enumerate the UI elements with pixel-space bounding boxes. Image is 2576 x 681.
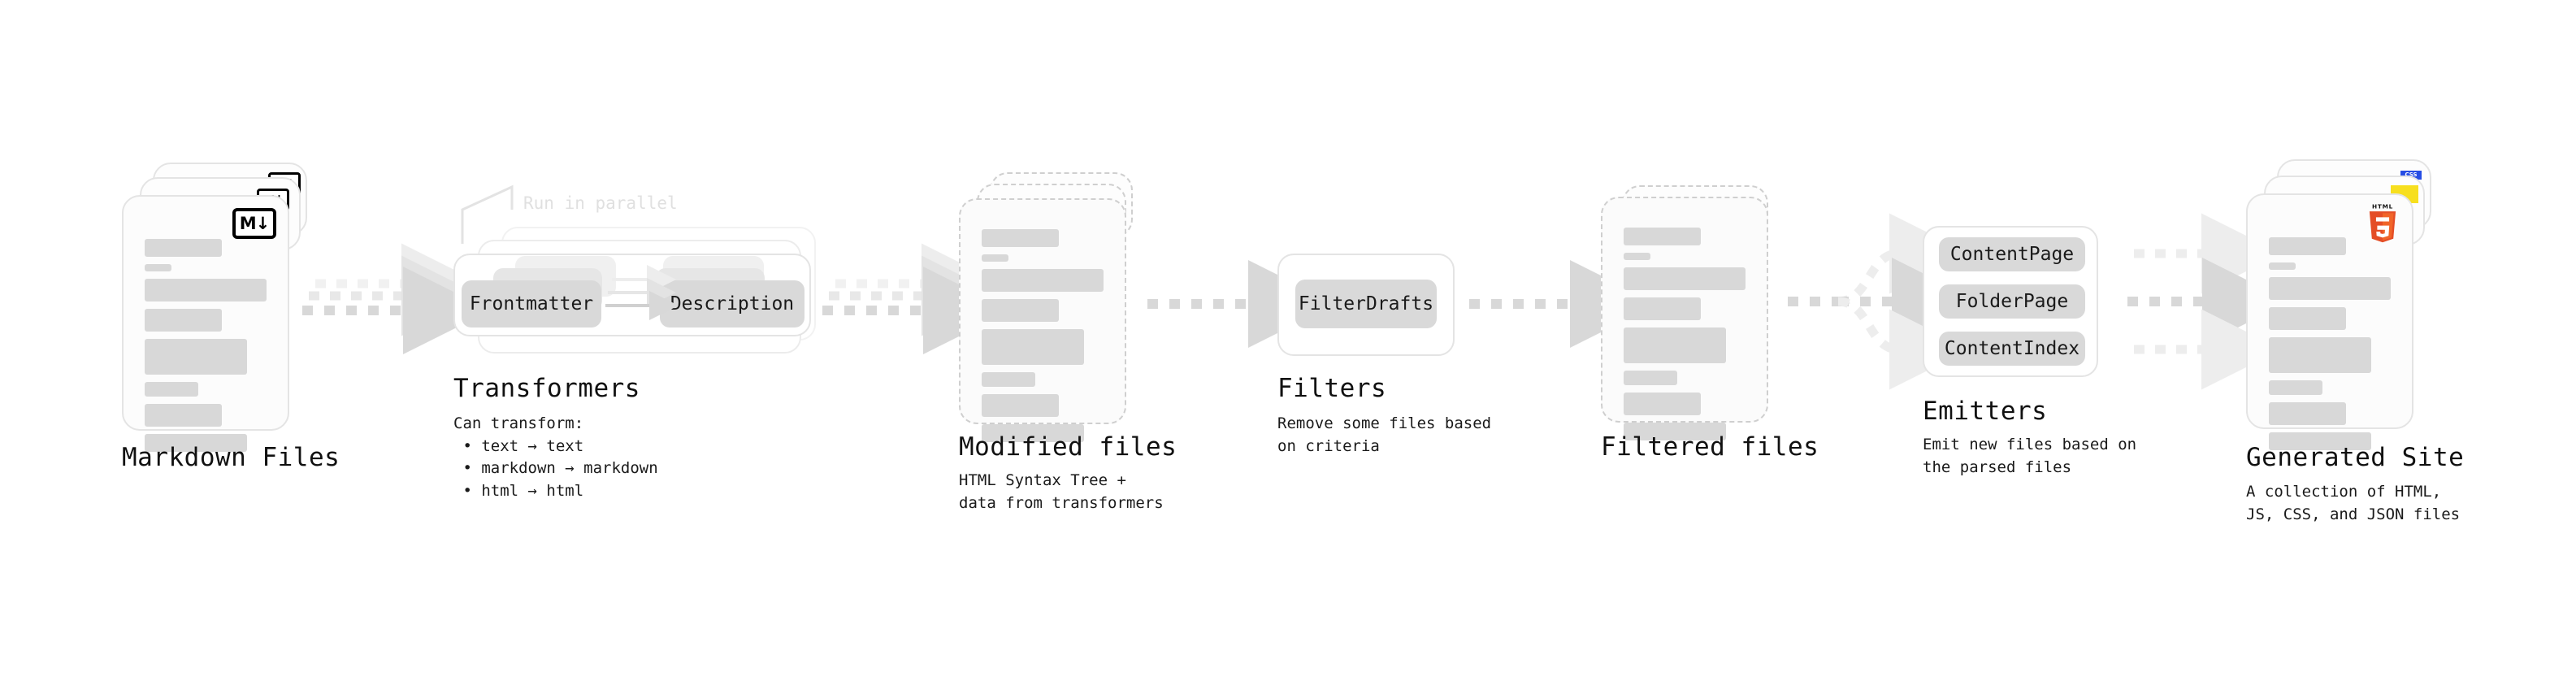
modified-files-title: Modified files [959, 432, 1177, 462]
connector-emitters-to-site [2127, 213, 2290, 390]
emitters-subtitle: Emit new files based on the parsed files [1923, 436, 2137, 476]
markdown-files-stack: M↓ M↓ M↓ [122, 163, 317, 452]
transformers-subtitle: Can transform: • text → text • markdown … [453, 414, 658, 500]
modified-files-stack [959, 172, 1154, 442]
modified-skeleton [982, 229, 1104, 449]
modified-files-subtitle: HTML Syntax Tree + data from transformer… [959, 471, 1164, 512]
chip-contentindex[interactable]: ContentIndex [1939, 332, 2085, 366]
connector-markdown-to-transformers [302, 243, 491, 354]
site-file-front-html: HTML [2246, 193, 2413, 450]
filtered-file-front [1601, 197, 1768, 440]
svg-text:HTML: HTML [2372, 202, 2393, 210]
chip-filterdrafts[interactable]: FilterDrafts [1295, 280, 1437, 328]
filters-subtitle: Remove some files based on criteria [1277, 414, 1492, 455]
chip-description[interactable]: Description [660, 280, 804, 327]
chip-frontmatter[interactable]: Frontmatter [462, 280, 601, 327]
generated-site-subtitle: A collection of HTML, JS, CSS, and JSON … [2246, 483, 2461, 523]
filtered-files-stack [1601, 185, 1796, 440]
transformers-title: Transformers [453, 374, 640, 403]
emitters-title: Emitters [1923, 397, 2048, 426]
generated-site-stack: CSS HTML [2246, 159, 2449, 450]
markdown-skeleton [145, 239, 267, 459]
generated-site-title: Generated Site [2246, 443, 2465, 472]
chip-contentpage[interactable]: ContentPage [1939, 237, 2085, 271]
connector-transformers-to-modified [822, 243, 1011, 354]
site-skeleton [2269, 237, 2391, 458]
markdown-files-title: Markdown Files [122, 443, 340, 472]
filtered-skeleton [1624, 228, 1746, 448]
filtered-files-title: Filtered files [1601, 432, 1819, 462]
markdown-icon: M↓ [232, 208, 276, 239]
connector-filtered-to-emitters [1788, 213, 1980, 390]
html5-icon: HTML [2369, 202, 2396, 243]
chip-folderpage[interactable]: FolderPage [1939, 284, 2085, 319]
css3-icon: CSS [2400, 171, 2422, 180]
run-in-parallel-note: Run in parallel [523, 193, 678, 213]
filters-title: Filters [1277, 374, 1387, 403]
modified-file-front [959, 198, 1126, 442]
markdown-file-front: M↓ [122, 195, 289, 452]
